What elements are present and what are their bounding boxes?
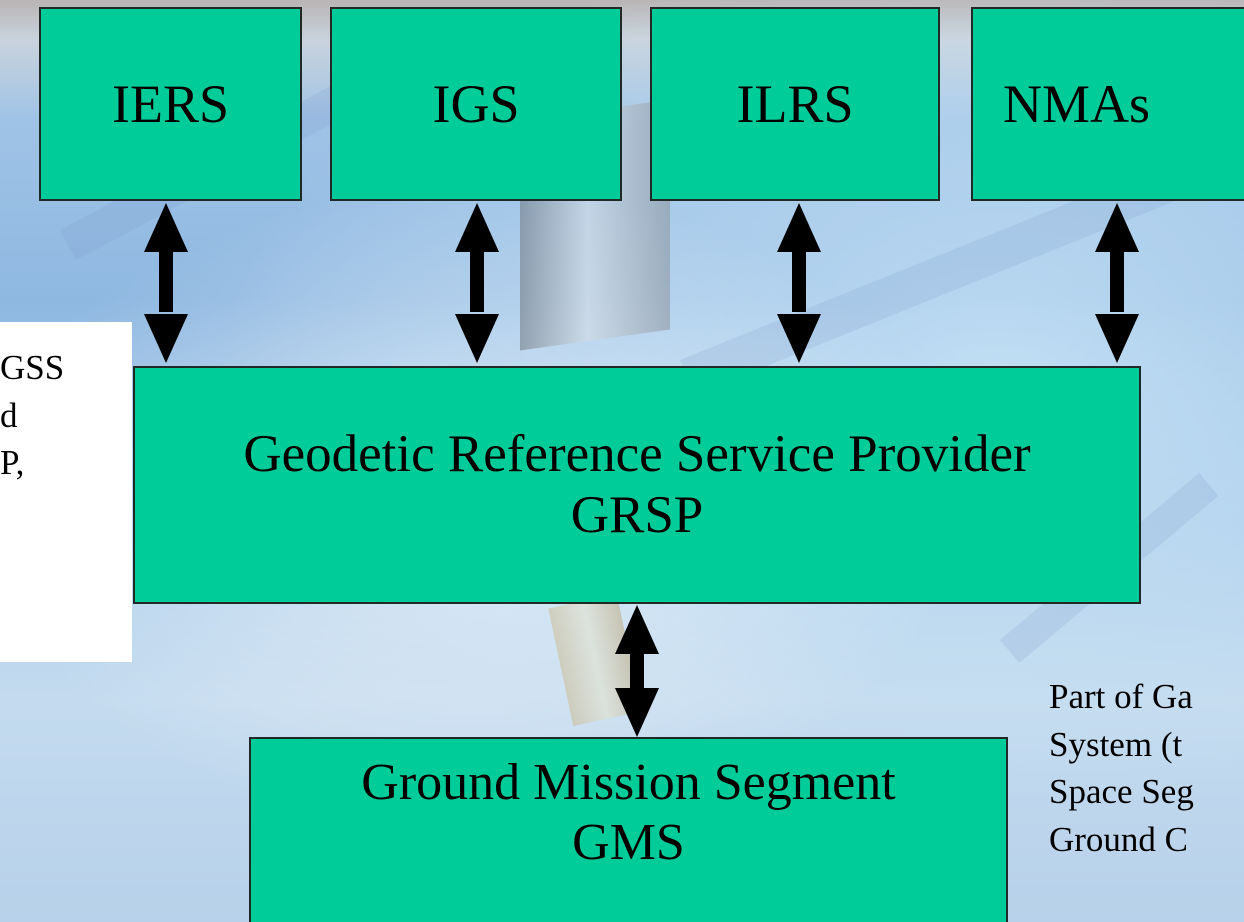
right-note-line-3: Space Seg [1049, 772, 1194, 812]
left-note-line-2: d [0, 395, 18, 435]
iers-box: IERS [39, 7, 302, 201]
gms-title: Ground Mission Segment [361, 754, 896, 811]
arrow-igs-grsp [455, 203, 499, 363]
left-note-line-1: GSS [0, 348, 65, 387]
ilrs-label: ILRS [736, 73, 854, 134]
arrow-nmas-grsp [1095, 203, 1139, 363]
right-note-line-2: System (t [1049, 724, 1183, 764]
arrow-iers-grsp [144, 203, 188, 363]
grsp-acronym: GRSP [570, 486, 704, 544]
left-note-line-3: P, [0, 443, 25, 483]
igs-label: IGS [432, 73, 520, 134]
right-note-line-1: Part of Ga [1049, 677, 1193, 716]
iers-label: IERS [111, 73, 230, 134]
right-note-line-4: Ground C [1049, 819, 1189, 859]
nmas-label: NMAs [1003, 73, 1151, 134]
gms-box: Ground Mission Segment GMS [249, 737, 1008, 922]
gms-acronym: GMS [572, 813, 685, 871]
nmas-box: NMAs [971, 7, 1244, 201]
arrow-ilrs-grsp [777, 203, 821, 363]
right-side-note: Part of Ga System (t Space Seg Ground C [1049, 665, 1244, 922]
arrow-grsp-gms [615, 605, 659, 737]
grsp-title: Geodetic Reference Service Provider [243, 425, 1031, 484]
igs-box: IGS [330, 7, 622, 201]
ilrs-box: ILRS [650, 7, 940, 201]
left-side-note: GSS d P, [0, 322, 132, 662]
grsp-box: Geodetic Reference Service Provider GRSP [133, 366, 1141, 604]
